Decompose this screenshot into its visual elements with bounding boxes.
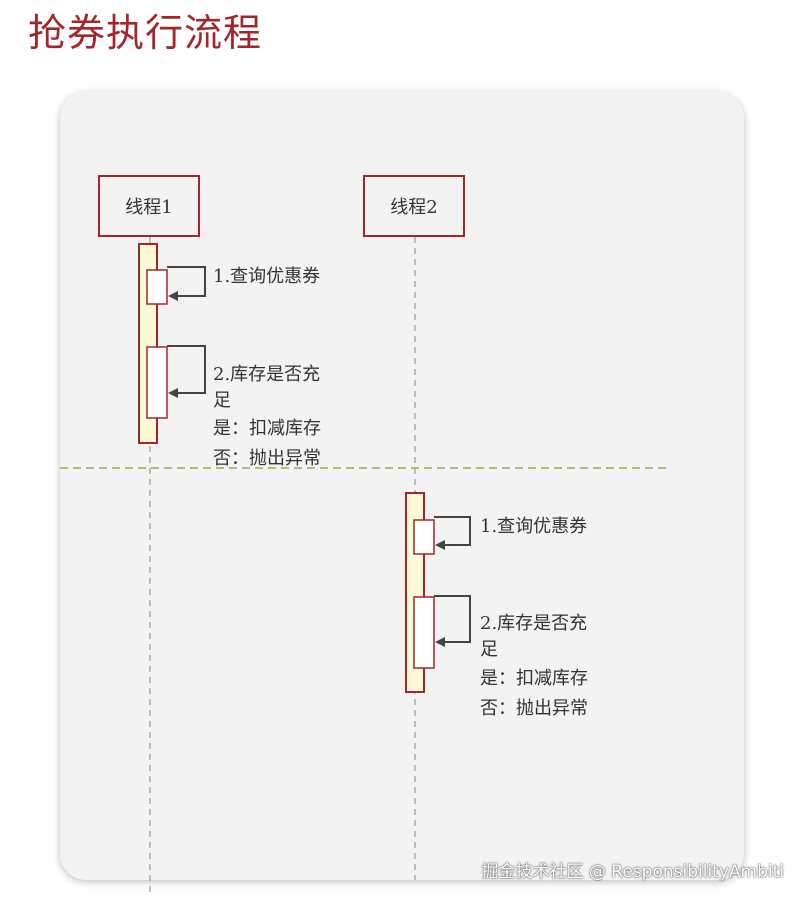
- thread2-step2-line4: 否：抛出异常: [480, 698, 588, 719]
- thread2-step2-line1: 2.库存是否充: [480, 613, 588, 634]
- diagram-card: [60, 92, 744, 880]
- thread1-step2-line1: 2.库存是否充: [213, 364, 321, 385]
- thread1-box: [98, 175, 200, 237]
- thread1-step2-line4: 否：抛出异常: [213, 448, 321, 469]
- page-title: 抢券执行流程: [28, 11, 263, 55]
- thread2-step2-arrow: [434, 595, 471, 647]
- thread2-step2-activation: [413, 596, 435, 669]
- thread2-box: [363, 175, 465, 237]
- thread1-step1-arrow: [167, 266, 206, 301]
- thread2-label: 线程2: [390, 197, 438, 218]
- thread1-step2-line2: 足: [213, 390, 231, 411]
- thread1-step1-activation: [146, 269, 168, 305]
- thread1-step2-line3: 是：扣减库存: [213, 418, 321, 439]
- thread1-step2-activation: [146, 346, 168, 419]
- thread1-step2-arrow: [167, 345, 206, 398]
- thread2-step1-activation: [413, 519, 435, 555]
- watermark: 掘金技术社区 @ ResponsibilityAmbiti: [481, 862, 785, 882]
- thread1-label: 线程1: [125, 197, 173, 218]
- thread2-step2-line2: 足: [480, 639, 498, 660]
- thread1-step1-label: 1.查询优惠券: [213, 266, 321, 287]
- thread2-step2-line3: 是：扣减库存: [480, 668, 588, 689]
- thread2-step1-arrow: [434, 516, 471, 550]
- thread2-step1-label: 1.查询优惠券: [480, 516, 588, 537]
